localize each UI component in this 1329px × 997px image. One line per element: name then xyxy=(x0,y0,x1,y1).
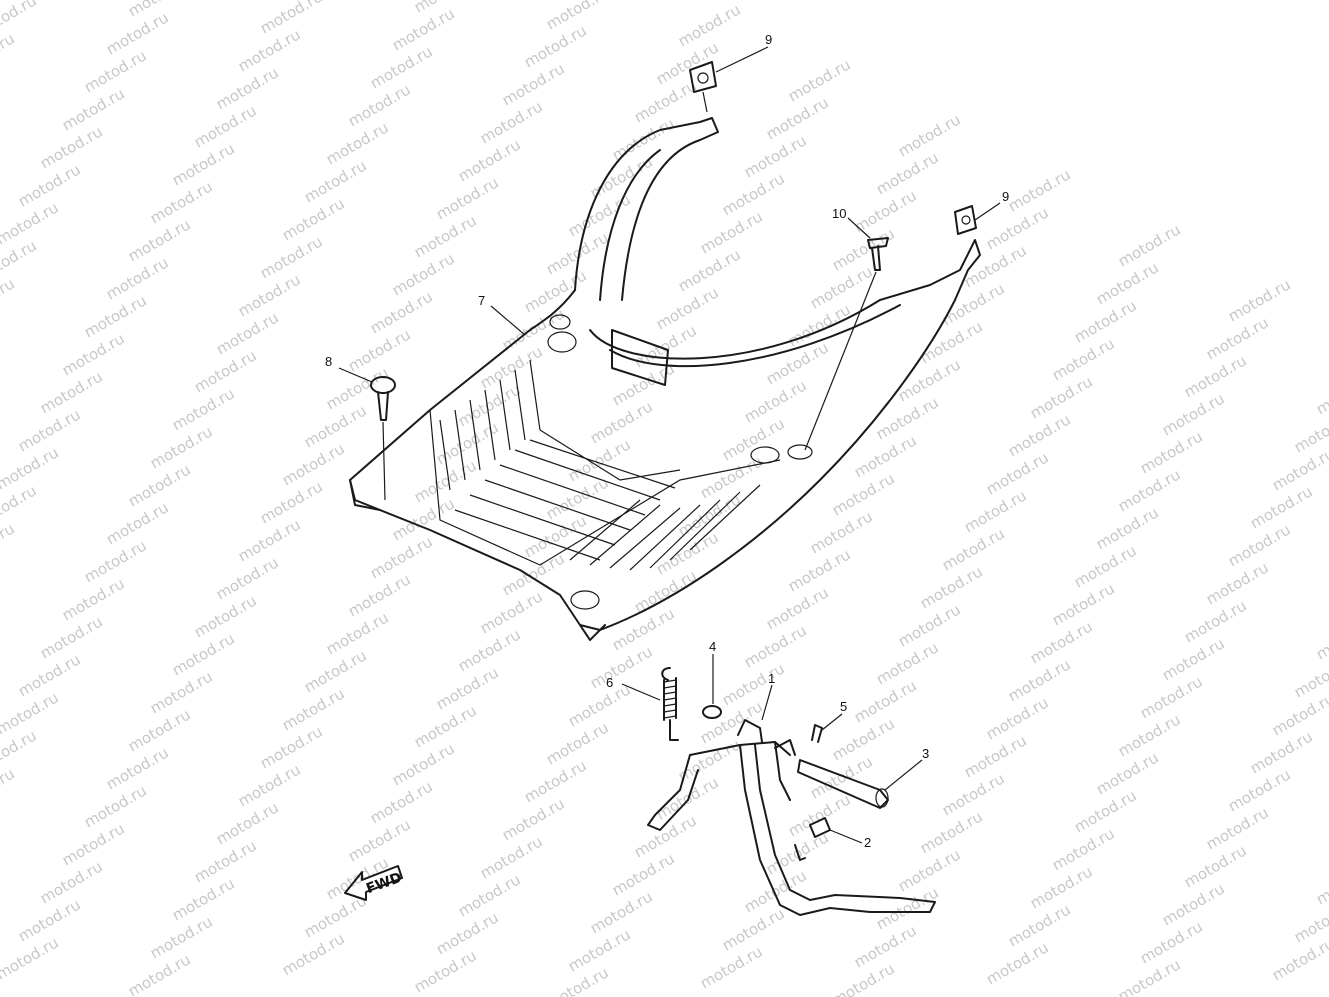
floor-panel-part xyxy=(349,117,981,641)
callouts: 1 2 3 4 5 6 7 8 9 9 10 xyxy=(325,32,1009,850)
watermark-text: motod.ru xyxy=(0,764,18,814)
callout-8: 8 xyxy=(325,354,332,369)
clip-nut-part xyxy=(689,61,717,113)
screw-part xyxy=(804,237,889,451)
watermark-text: motod.ru xyxy=(0,519,18,569)
watermark-text: motod.ru xyxy=(1313,368,1329,418)
callout-7: 7 xyxy=(478,293,485,308)
watermark-text: motod.ru xyxy=(0,29,18,79)
callout-9-top: 9 xyxy=(765,32,772,47)
callout-9-right: 9 xyxy=(1002,189,1009,204)
watermark-text: motod.ru xyxy=(0,274,18,324)
callout-2: 2 xyxy=(864,835,871,850)
clip-nut-part xyxy=(954,205,977,235)
callout-1: 1 xyxy=(768,671,775,686)
watermark-text: motod.ru xyxy=(1313,858,1329,908)
callout-4: 4 xyxy=(709,639,716,654)
leader-lines xyxy=(338,46,1001,844)
rivet-part xyxy=(370,376,396,501)
callout-6: 6 xyxy=(606,675,613,690)
callout-5: 5 xyxy=(840,699,847,714)
callout-3: 3 xyxy=(922,746,929,761)
watermark-text: motod.ru xyxy=(1313,613,1329,663)
callout-10: 10 xyxy=(832,206,846,221)
main-stand-part xyxy=(647,667,936,916)
